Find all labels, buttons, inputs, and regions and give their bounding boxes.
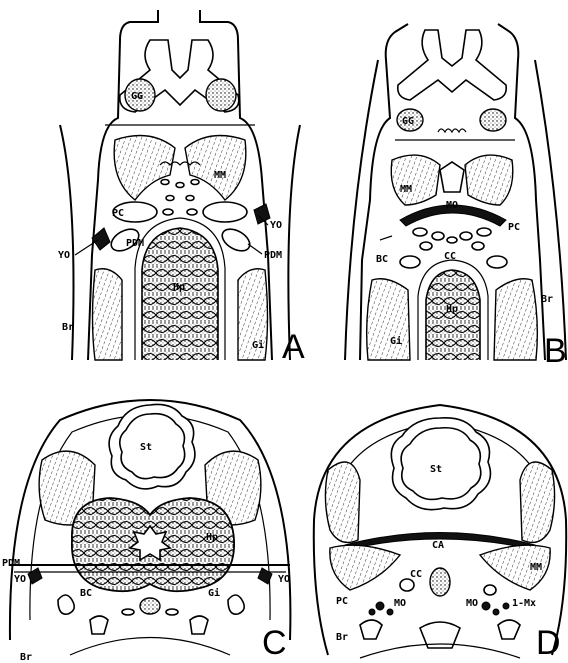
panel-a-hepatopancreas bbox=[142, 228, 218, 360]
panel-b-gg-right bbox=[480, 109, 506, 131]
panel-b-cc-right bbox=[487, 256, 507, 268]
panel-b-letter: B bbox=[544, 332, 567, 370]
panel-b-center-wave bbox=[438, 129, 466, 132]
panel-d-mo-clusters bbox=[369, 602, 509, 615]
panel-a-letter: A bbox=[282, 328, 305, 366]
panel-b-bc-mark bbox=[380, 236, 392, 240]
panel-a: GG MM PC YO YO PDM PDM Hp Br Gi A bbox=[58, 10, 305, 366]
panel-c-label-yo-right: YO bbox=[278, 574, 290, 585]
panel-a-label-gi: Gi bbox=[252, 339, 264, 351]
panel-b-label-mm: MM bbox=[400, 184, 412, 195]
panel-a-pdm-right bbox=[219, 225, 254, 256]
panel-a-label-pdm-left: PDM bbox=[126, 238, 144, 249]
panel-d-label-br: Br bbox=[336, 632, 348, 643]
panel-c-label-st: St bbox=[140, 442, 152, 453]
panel-a-gill-left bbox=[93, 269, 123, 360]
panel-d: St CA CC MM PC MO MO 1-Mx Br D bbox=[314, 405, 566, 662]
panel-b: GG MM MO PC BC CC Hp Br Gi B bbox=[345, 24, 567, 370]
panel-c-label-br: Br bbox=[20, 652, 32, 663]
panel-c-label-gi: Gi bbox=[208, 587, 220, 599]
panel-b-label-mo: MO bbox=[446, 200, 458, 211]
panel-b-mm-right bbox=[465, 155, 513, 205]
panel-b-mo bbox=[440, 162, 464, 192]
panel-c-label-pdm: PDM bbox=[2, 558, 20, 569]
panel-c-stomach-inner bbox=[120, 414, 185, 479]
panel-d-label-st: St bbox=[430, 464, 442, 475]
panel-a-label-mm: MM bbox=[214, 170, 226, 181]
panel-d-muscle-right bbox=[520, 462, 555, 542]
panel-d-label-mx: 1-Mx bbox=[512, 598, 536, 609]
panel-a-mm-left bbox=[114, 136, 175, 201]
panel-b-label-br: Br bbox=[541, 294, 553, 305]
panel-b-gill-right bbox=[494, 279, 537, 360]
panel-d-muscle-left bbox=[325, 462, 360, 542]
panel-d-label-mm: MM bbox=[530, 562, 542, 573]
panel-b-label-hp: Hp bbox=[446, 304, 458, 315]
panel-b-nodes bbox=[413, 228, 491, 250]
panel-d-letter: D bbox=[536, 624, 561, 662]
panel-d-center-organ bbox=[430, 568, 450, 596]
panel-a-yo-left-line bbox=[75, 240, 98, 255]
panel-c-label-hp: Hp bbox=[206, 532, 218, 543]
panel-b-label-bc: BC bbox=[376, 254, 388, 265]
panel-a-label-yo-right: YO bbox=[270, 220, 282, 231]
panel-a-label-br: Br bbox=[62, 322, 74, 333]
panel-c: St Hp PDM YO YO BC Gi Br C bbox=[2, 400, 290, 663]
panel-b-label-pc: PC bbox=[508, 222, 520, 233]
panel-b-label-cc: CC bbox=[444, 251, 456, 262]
panel-c-label-bc: BC bbox=[80, 588, 92, 599]
panel-b-label-gg: GG bbox=[402, 116, 414, 127]
panel-b-gill-left bbox=[367, 279, 410, 360]
panel-a-pc-right bbox=[203, 202, 247, 222]
panel-d-cc-left bbox=[400, 579, 414, 591]
panel-d-label-cc: CC bbox=[410, 569, 422, 580]
panel-c-branchial-parts bbox=[58, 595, 244, 634]
panel-b-label-gi: Gi bbox=[390, 335, 402, 347]
panel-d-mm-left bbox=[330, 545, 400, 590]
panel-c-label-yo-left: YO bbox=[14, 574, 26, 585]
panel-b-cc-left bbox=[400, 256, 420, 268]
panel-a-pdm-right-line bbox=[248, 244, 262, 254]
panel-a-yo-right-gland bbox=[254, 204, 270, 224]
panel-a-label-pc: PC bbox=[112, 208, 124, 219]
panel-b-mm-left bbox=[391, 155, 440, 205]
panel-a-mm-right bbox=[185, 136, 246, 201]
panel-b-rostrum bbox=[398, 30, 507, 100]
panel-c-letter: C bbox=[262, 624, 287, 662]
panel-d-label-ca: CA bbox=[432, 540, 444, 551]
panel-a-gg-right bbox=[206, 79, 236, 111]
panel-a-label-pdm-right: PDM bbox=[264, 250, 282, 261]
panel-d-label-mo-right: MO bbox=[466, 598, 478, 609]
panel-a-label-yo-left: YO bbox=[58, 250, 70, 261]
panel-d-cc-right bbox=[484, 585, 496, 595]
panel-a-label-hp: Hp bbox=[173, 282, 185, 293]
panel-d-label-mo-left: MO bbox=[394, 598, 406, 609]
panel-a-carapace-right bbox=[288, 125, 300, 360]
panel-a-center-nodes bbox=[161, 180, 199, 216]
panel-b-carapace-right bbox=[535, 60, 566, 360]
panel-b-hepatopancreas bbox=[426, 270, 480, 360]
panel-d-label-pc: PC bbox=[336, 596, 348, 607]
panel-c-bottom bbox=[70, 638, 230, 656]
panel-a-label-gg: GG bbox=[131, 91, 143, 102]
